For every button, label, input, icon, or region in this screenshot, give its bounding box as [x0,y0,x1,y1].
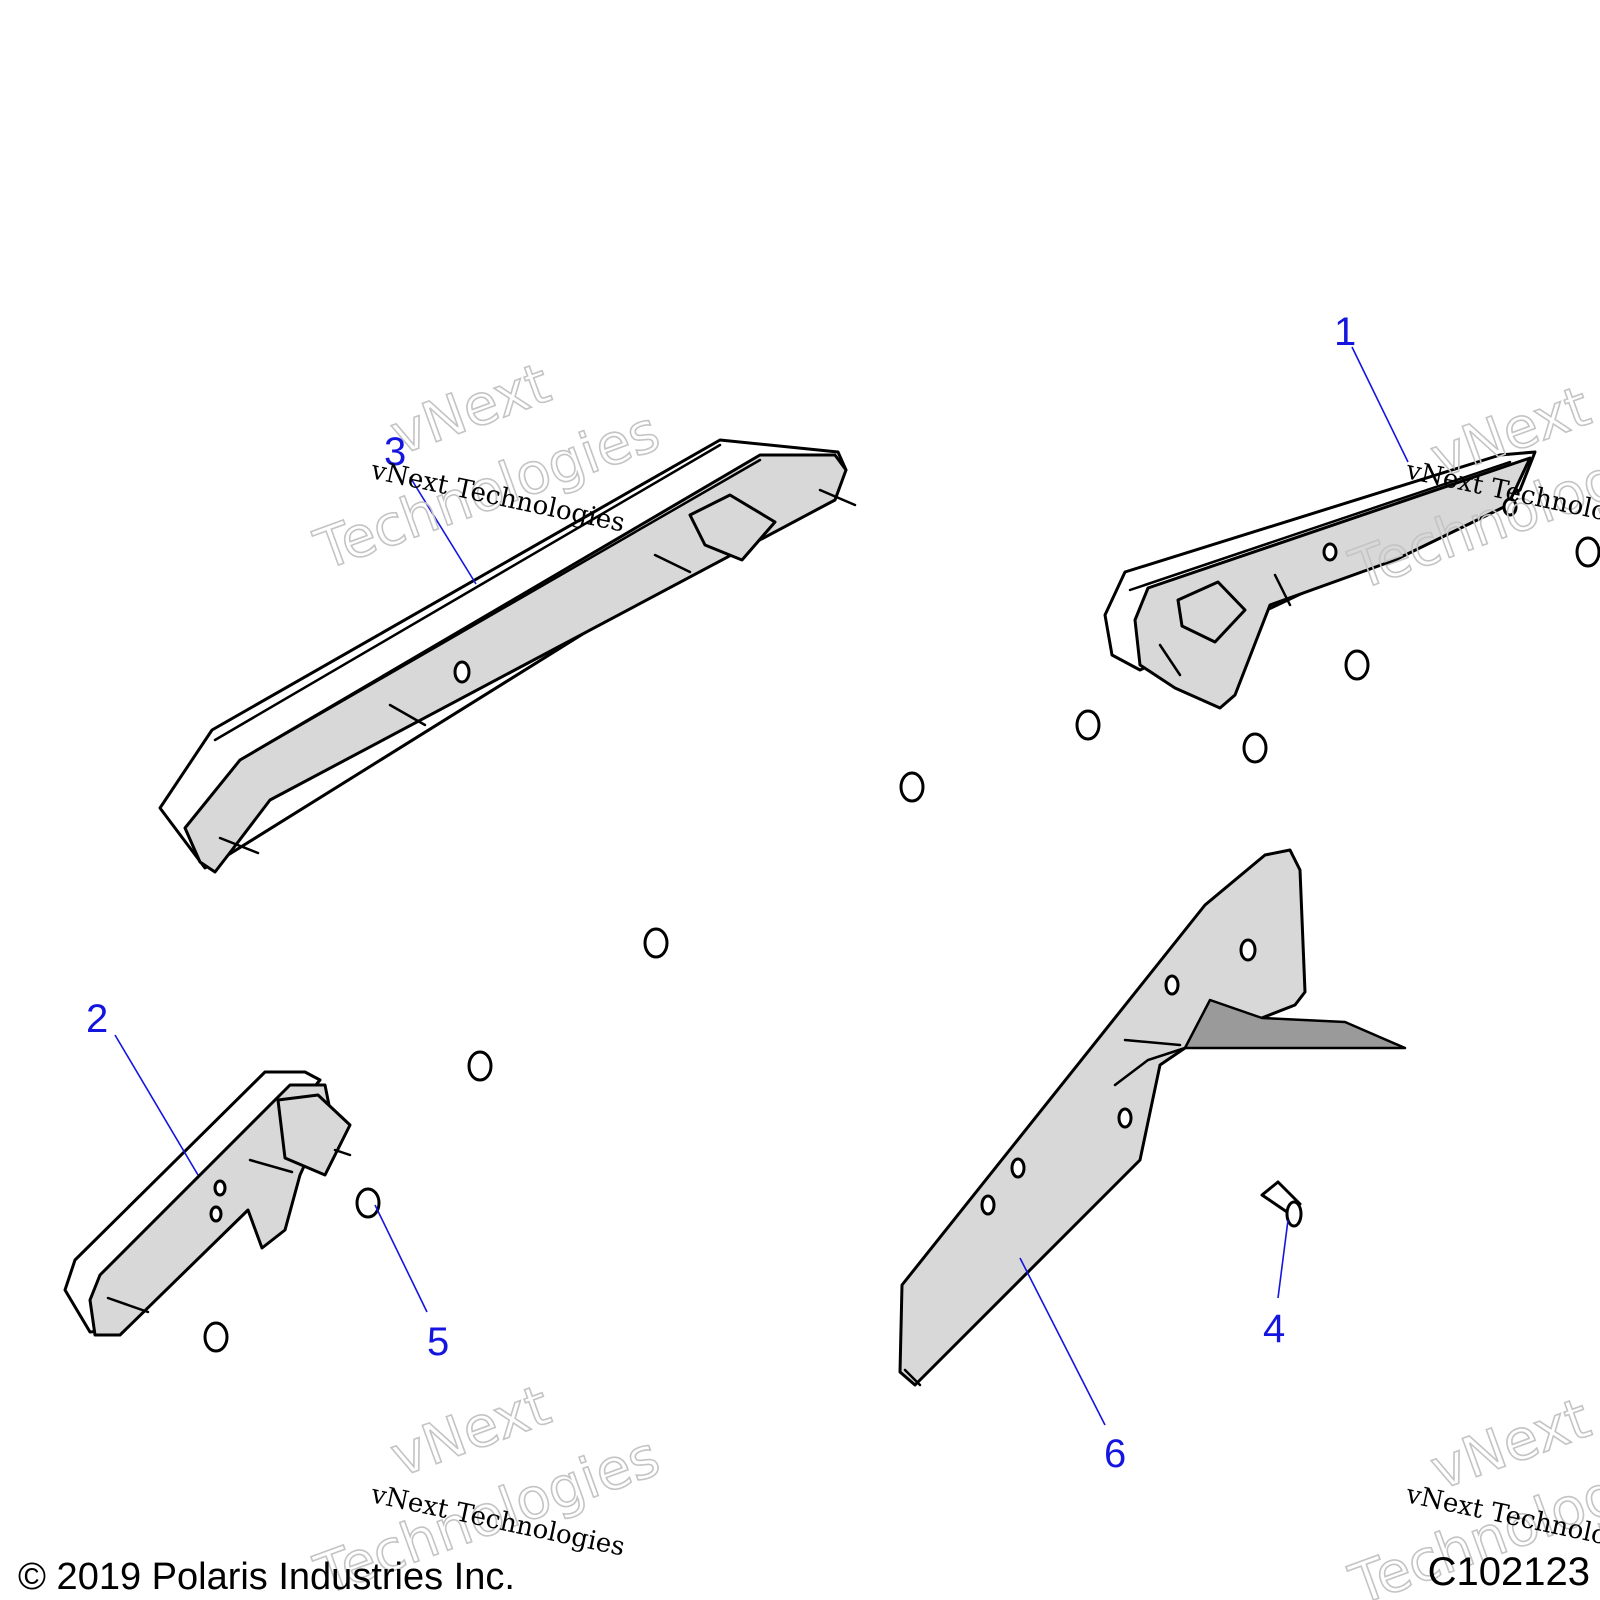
copyright-text: © 2019 Polaris Industries Inc. [18,1556,515,1598]
callout-3: 3 [384,430,406,474]
callout-1: 1 [1334,310,1356,354]
part-4-screw [1260,1180,1303,1228]
watermark-top-right: vNext Technologies vNext Technologies [1341,373,1600,604]
callout-6: 6 [1104,1432,1126,1476]
leader-5 [374,1204,428,1313]
part-3-long-light [158,438,857,874]
leader-2 [114,1034,199,1176]
leader-6 [1019,1257,1106,1426]
part-1-right-light [1103,450,1537,710]
leader-3 [409,476,477,585]
figure-id: C102123 [1427,1550,1590,1594]
part-6-bracket [898,848,1407,1387]
leader-lines [114,346,1409,1426]
part-2-small-light [63,1070,352,1337]
callout-2: 2 [86,997,108,1041]
leader-1 [1351,346,1409,463]
callout-5: 5 [427,1320,449,1364]
part-5-nuts [203,536,1600,1353]
leader-4 [1277,1219,1289,1299]
callout-4: 4 [1263,1307,1285,1351]
